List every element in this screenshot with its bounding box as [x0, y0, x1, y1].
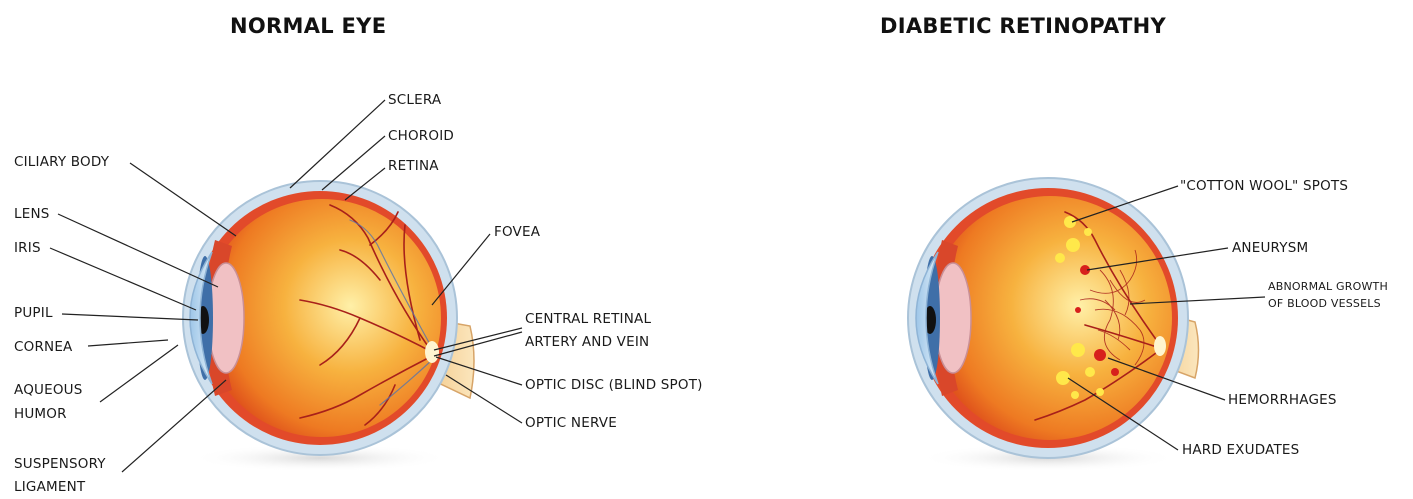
label-central-retinal-line1: CENTRAL RETINAL — [525, 307, 651, 331]
label-cotton-wool-spots: "COTTON WOOL" SPOTS — [1180, 174, 1348, 198]
label-central-retinal-line2: ARTERY AND VEIN — [525, 330, 649, 354]
label-sclera: SCLERA — [388, 88, 441, 112]
label-optic-disc: OPTIC DISC (BLIND SPOT) — [525, 373, 703, 397]
label-optic-nerve: OPTIC NERVE — [525, 411, 617, 435]
label-hard-exudates: HARD EXUDATES — [1182, 438, 1299, 462]
label-lens: LENS — [14, 202, 50, 226]
label-suspensory-line2: LIGAMENT — [14, 475, 85, 499]
label-hemorrhages: HEMORRHAGES — [1228, 388, 1337, 412]
label-cornea: CORNEA — [14, 335, 73, 359]
optic-disc-shape — [425, 341, 439, 363]
label-pupil: PUPIL — [14, 301, 53, 325]
label-abnormal-growth-line2: OF BLOOD VESSELS — [1268, 295, 1381, 313]
label-ciliary-body: CILIARY BODY — [14, 150, 109, 174]
normal-eye-illustration — [183, 181, 474, 472]
diabetic-eye-illustration — [908, 178, 1199, 472]
label-retina: RETINA — [388, 154, 439, 178]
label-iris: IRIS — [14, 236, 41, 260]
label-aneurysm: ANEURYSM — [1232, 236, 1308, 260]
label-suspensory-line1: SUSPENSORY — [14, 452, 106, 476]
label-aqueous-line1: AQUEOUS — [14, 378, 83, 402]
label-abnormal-growth-line1: ABNORMAL GROWTH — [1268, 278, 1388, 296]
label-choroid: CHOROID — [388, 124, 454, 148]
lens-shape — [208, 263, 244, 373]
label-aqueous-line2: HUMOR — [14, 402, 67, 426]
label-fovea: FOVEA — [494, 220, 540, 244]
